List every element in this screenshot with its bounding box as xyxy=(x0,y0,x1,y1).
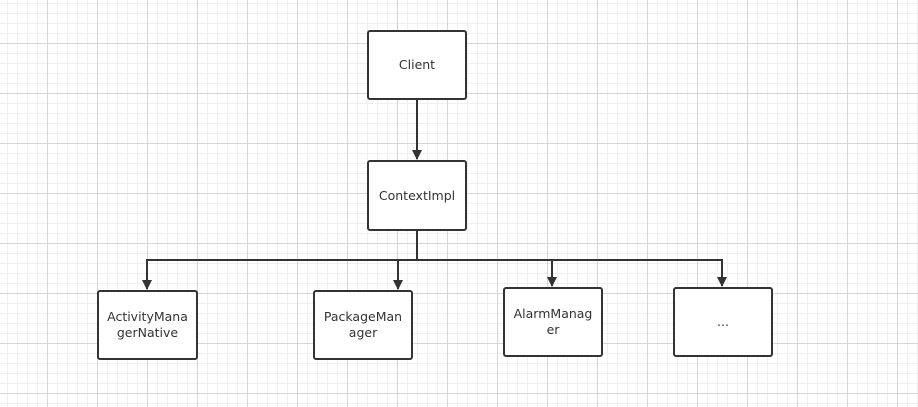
edge-contextimpl-to-activity xyxy=(142,231,418,290)
node-package-manager[interactable]: PackageManager xyxy=(313,290,413,360)
node-client[interactable]: Client xyxy=(367,30,467,100)
node-contextimpl[interactable]: ContextImpl xyxy=(367,160,467,231)
edge-contextimpl-to-package xyxy=(393,231,418,290)
edge-contextimpl-to-alarm xyxy=(416,231,557,287)
node-more-ellipsis[interactable]: ... xyxy=(673,287,773,357)
node-activity-manager-native[interactable]: ActivityManagerNative xyxy=(97,290,198,360)
edge-contextimpl-to-more xyxy=(416,231,727,287)
node-alarm-manager[interactable]: AlarmManager xyxy=(503,287,603,357)
